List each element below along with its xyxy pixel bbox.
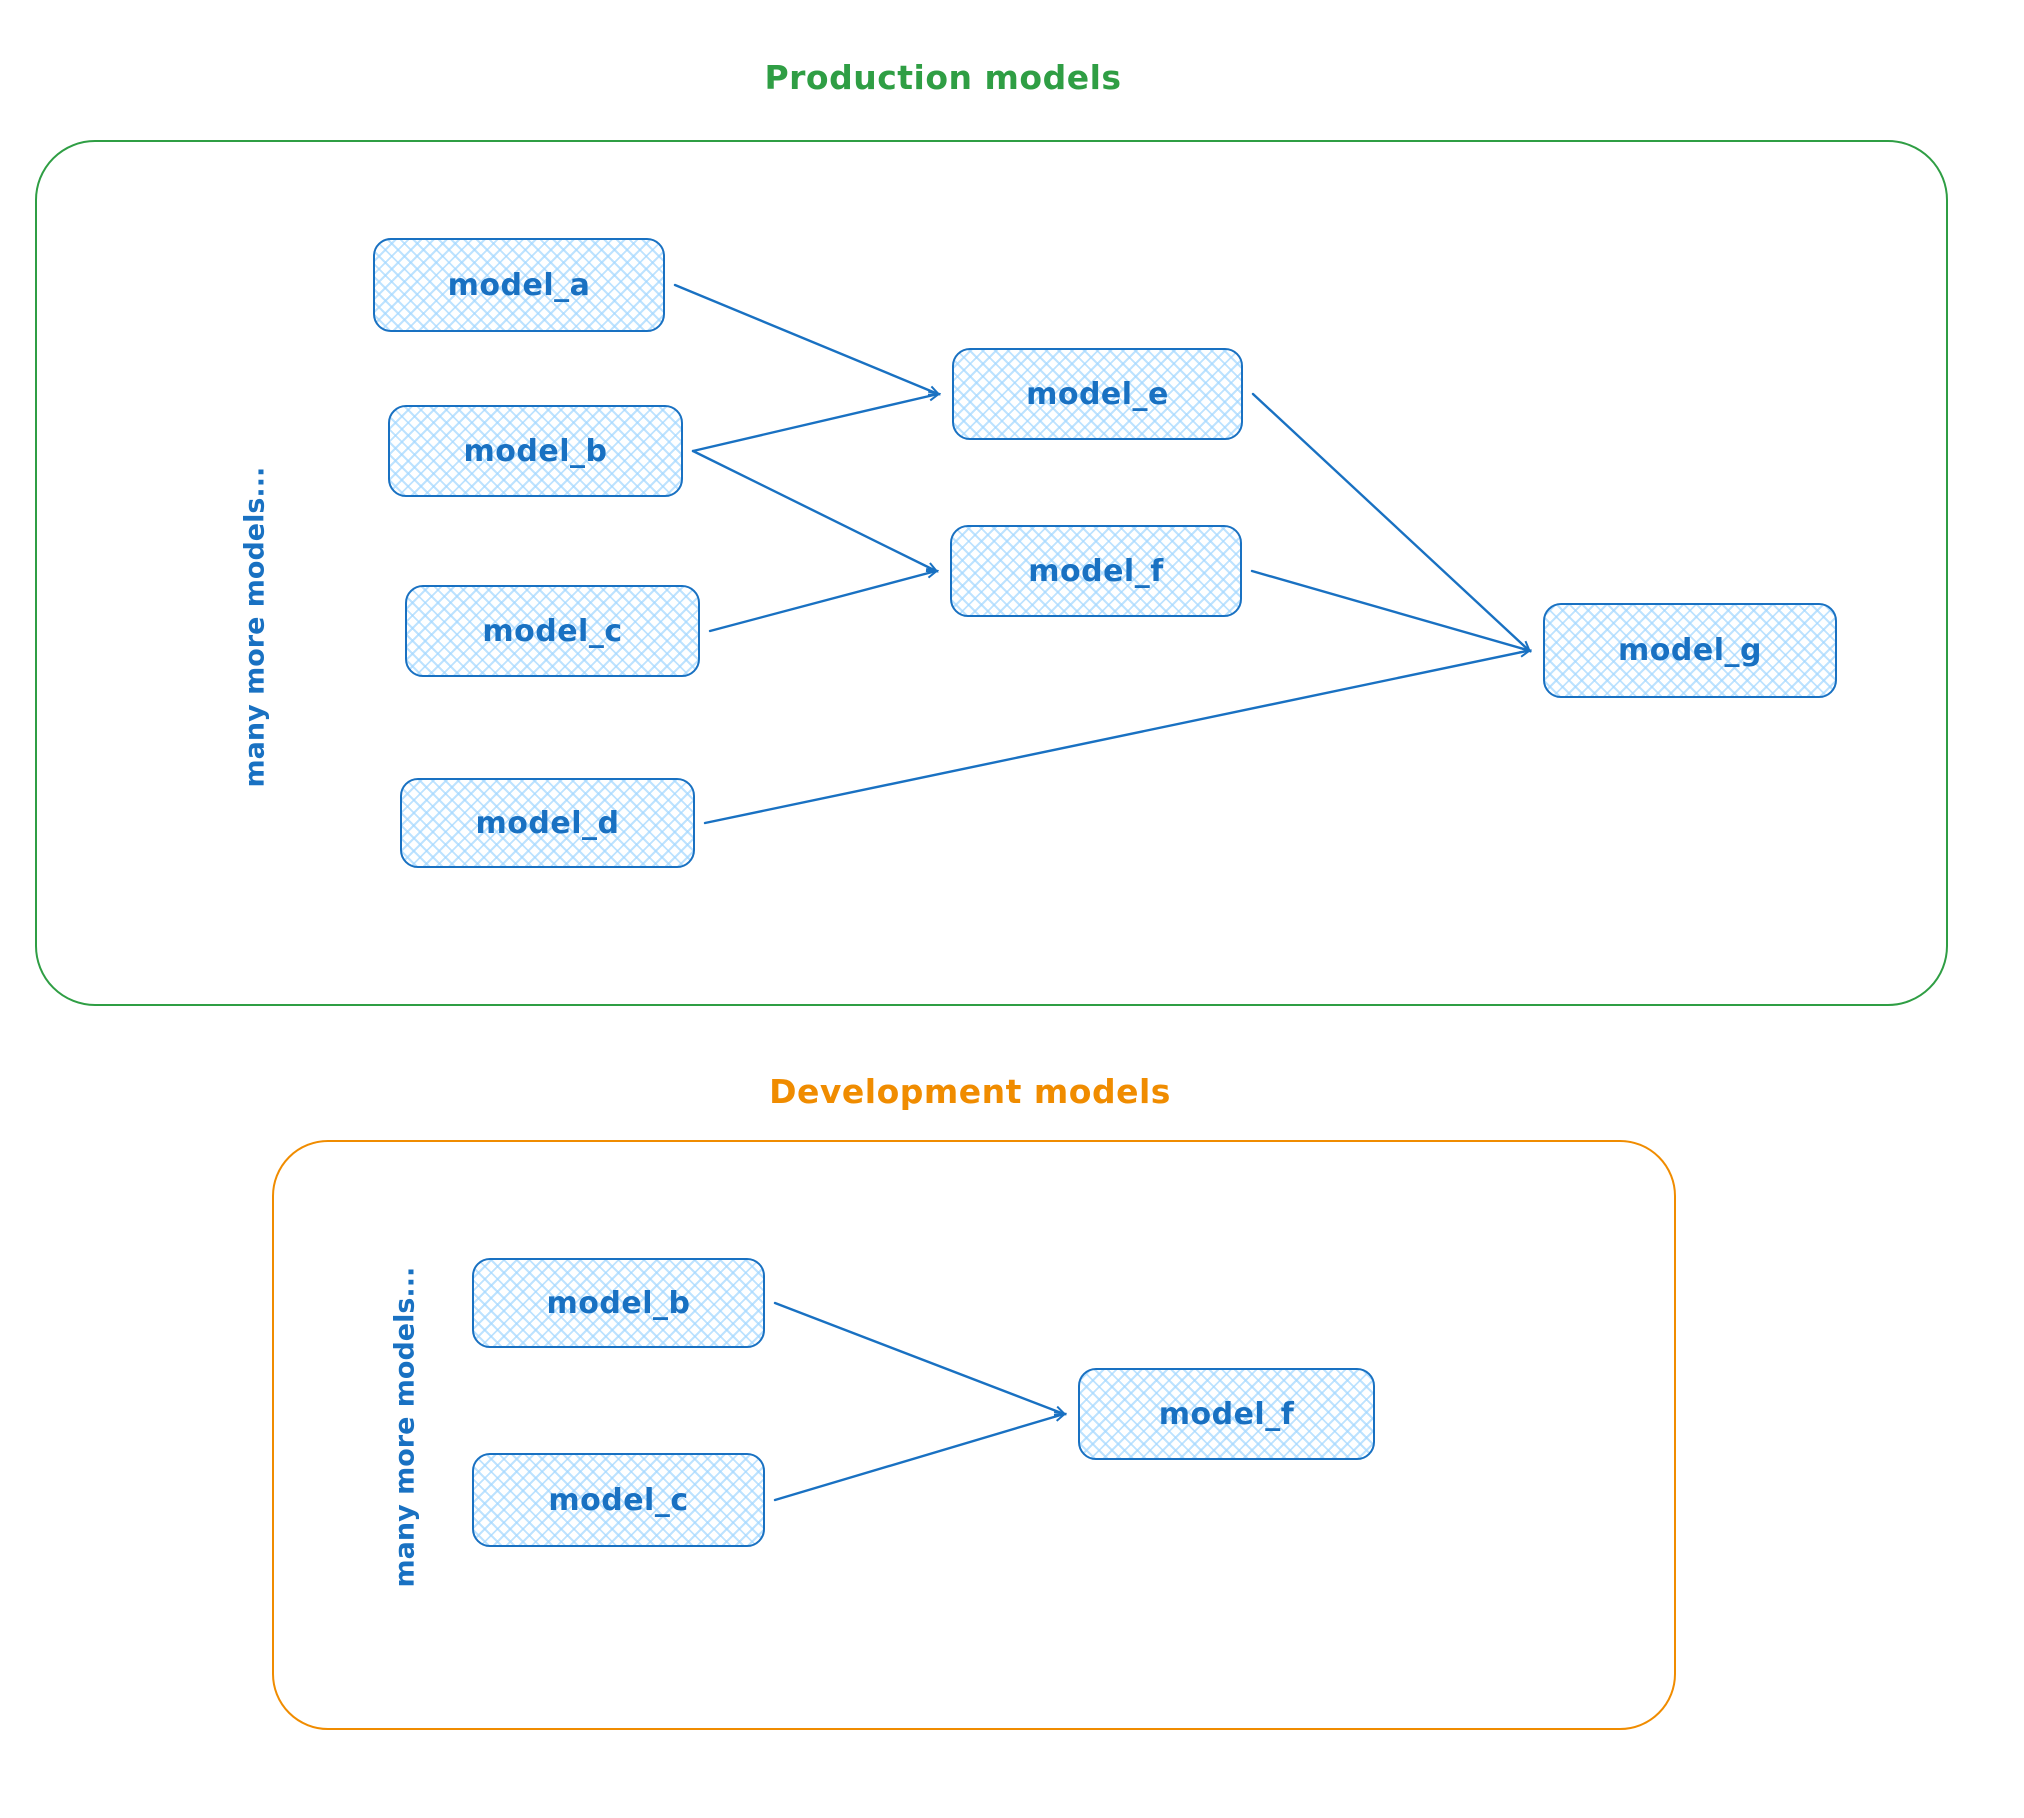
node-label: model_d xyxy=(475,805,620,841)
node-label: model_f xyxy=(1028,553,1164,589)
node-label: model_c xyxy=(548,1482,689,1518)
development-title: Development models xyxy=(769,1072,1171,1111)
node-production-model-f: model_f xyxy=(950,525,1242,617)
node-development-model-b: model_b xyxy=(472,1258,765,1348)
node-development-model-f: model_f xyxy=(1078,1368,1375,1460)
development-frame xyxy=(272,1140,1676,1730)
node-production-model-e: model_e xyxy=(952,348,1243,440)
production-title: Production models xyxy=(764,58,1122,97)
production-frame xyxy=(35,140,1948,1006)
node-label: model_b xyxy=(463,433,608,469)
node-label: model_a xyxy=(447,267,591,303)
development-side-label: many more models... xyxy=(389,1266,421,1588)
node-label: model_e xyxy=(1026,376,1169,412)
node-label: model_b xyxy=(546,1285,691,1321)
node-production-model-c: model_c xyxy=(405,585,700,677)
node-production-model-d: model_d xyxy=(400,778,695,868)
node-production-model-a: model_a xyxy=(373,238,665,332)
node-production-model-g: model_g xyxy=(1543,603,1837,698)
node-label: model_f xyxy=(1158,1396,1295,1432)
node-production-model-b: model_b xyxy=(388,405,683,497)
node-label: model_c xyxy=(482,613,623,649)
production-side-label: many more models... xyxy=(239,466,271,788)
node-label: model_g xyxy=(1618,633,1762,668)
node-development-model-c: model_c xyxy=(472,1453,765,1547)
